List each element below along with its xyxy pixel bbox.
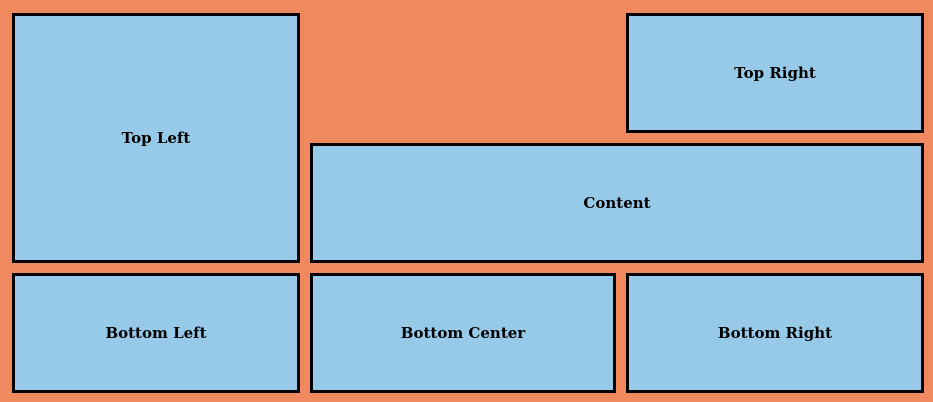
bottom-left-panel: Bottom Left	[12, 273, 300, 393]
top-left-panel: Top Left	[12, 13, 300, 263]
content-label: Content	[583, 194, 651, 212]
top-right-label: Top Right	[734, 64, 816, 82]
content-panel: Content	[310, 143, 924, 263]
top-left-label: Top Left	[121, 129, 191, 147]
bottom-right-label: Bottom Right	[717, 324, 833, 342]
bottom-center-label: Bottom Center	[400, 324, 526, 342]
bottom-left-label: Bottom Left	[105, 324, 207, 342]
bottom-right-panel: Bottom Right	[626, 273, 924, 393]
bottom-center-panel: Bottom Center	[310, 273, 616, 393]
top-right-panel: Top Right	[626, 13, 924, 133]
